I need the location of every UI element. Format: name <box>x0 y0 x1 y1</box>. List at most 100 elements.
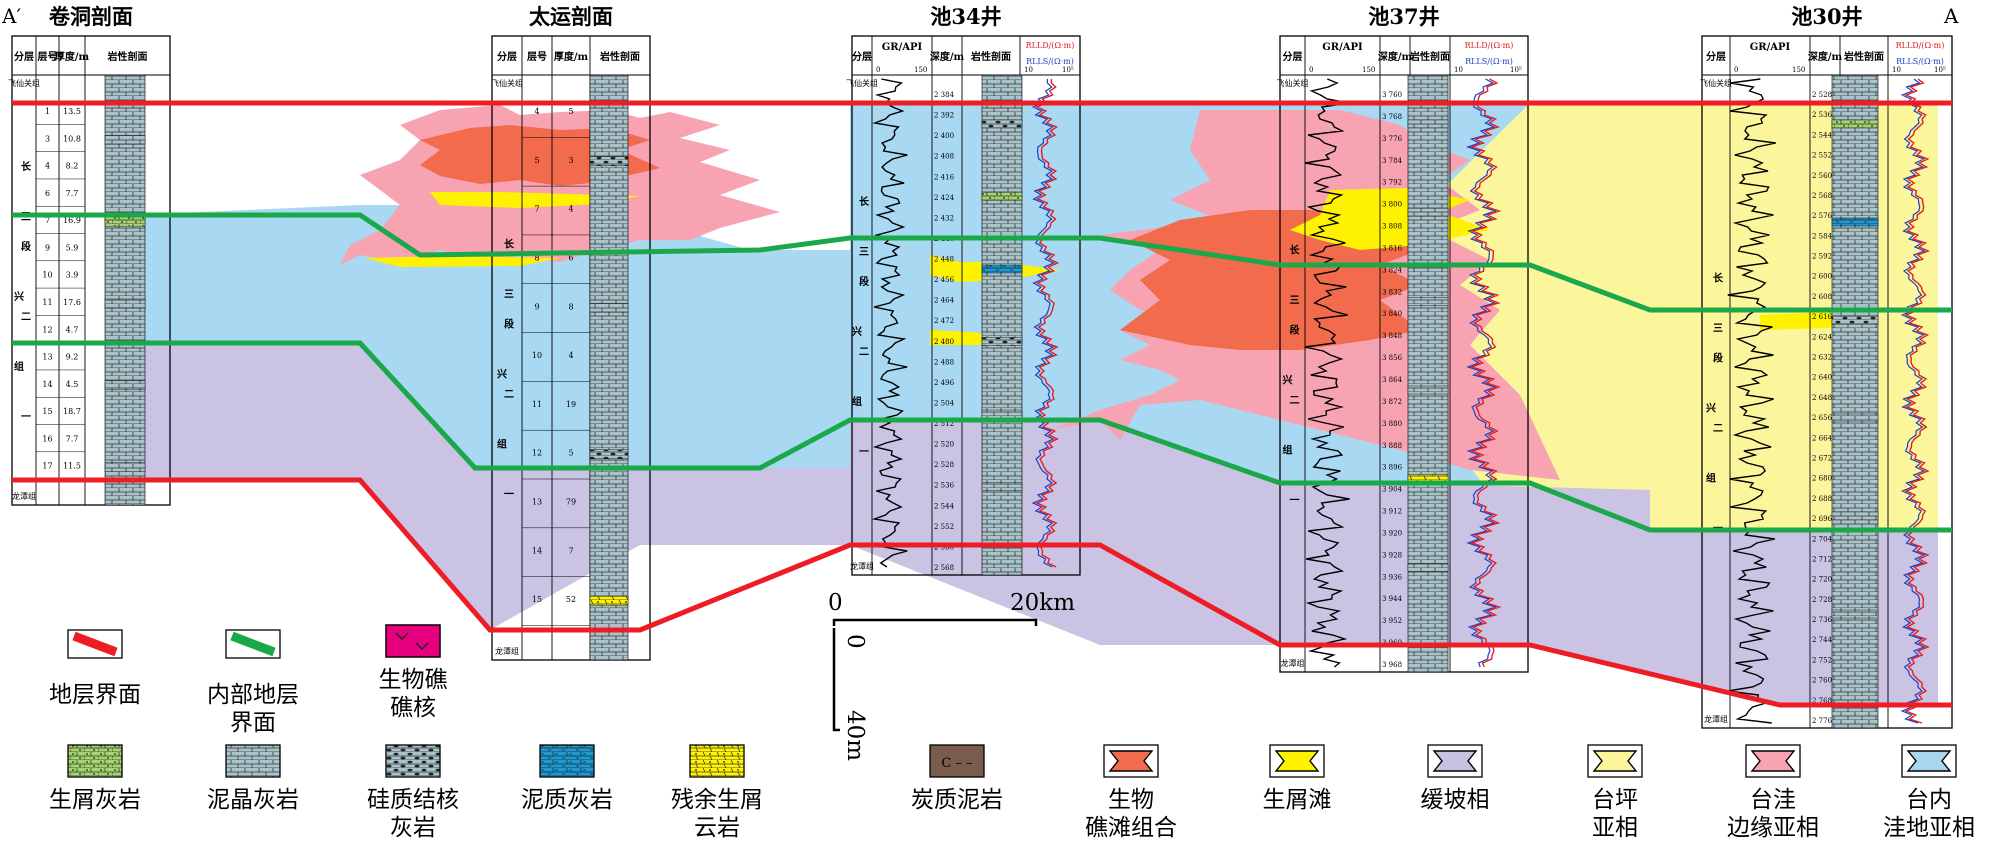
legend-facies-swatch <box>1274 750 1320 772</box>
legend-label: 生屑灰岩 <box>49 787 141 813</box>
rlls-curve <box>1465 78 1498 668</box>
depth-label: 2 408 <box>934 153 954 161</box>
legend-label: 内部地层 <box>207 682 299 708</box>
depth-label: 2 752 <box>1812 656 1832 664</box>
bioclastic-shoal-facies-taiyun-a <box>430 192 640 208</box>
depth-label: 3 880 <box>1382 420 1402 428</box>
well-header-cell: 厚度/m <box>554 50 589 63</box>
depth-label: 3 848 <box>1382 332 1402 340</box>
rlls-header: RLLS/(Ω·m) <box>1026 57 1074 66</box>
strata-zu: 组 <box>1706 472 1716 485</box>
gr-scale-max: 150 <box>1792 66 1805 74</box>
layer-thickness: 3 <box>568 156 573 165</box>
legend-facies-swatch <box>1432 750 1478 772</box>
legend-label: 台内 <box>1906 787 1952 813</box>
layer-number: 12 <box>532 449 542 458</box>
legend-line-swatch <box>230 631 276 657</box>
strata-chang: 长 <box>504 238 515 251</box>
depth-label: 3 896 <box>1382 464 1403 472</box>
depth-label: 2 536 <box>1812 111 1833 119</box>
strata-longtan: 龙潭组 <box>495 646 519 656</box>
well-frame <box>11 35 171 506</box>
strata-er: 二 <box>21 311 31 323</box>
lithology-bed <box>1407 208 1449 217</box>
depth-label: 2 648 <box>1812 394 1832 402</box>
rlld-curve <box>1035 79 1060 568</box>
legend-symbol-text: C – – <box>941 756 972 771</box>
depth-label: 3 904 <box>1382 486 1403 494</box>
legend-label: 台坪 <box>1592 787 1638 813</box>
layer-number: 9 <box>45 243 50 252</box>
layer-thickness: 5 <box>568 107 573 116</box>
depth-label: 2 512 <box>934 420 954 428</box>
legend-box-swatch <box>67 744 123 778</box>
layer-thickness: 16.9 <box>63 216 81 225</box>
lithology-bed <box>104 298 146 309</box>
strata-feixianguan: 飞仙关组 <box>846 78 878 88</box>
lithology-bed <box>104 462 146 472</box>
lithology-bed <box>104 216 146 227</box>
depth-label: 3 856 <box>1382 354 1403 362</box>
lithology-column <box>1407 74 1449 673</box>
lithology-bed <box>1831 511 1879 521</box>
well-header-cell: RLLD/(Ω·m) <box>1026 41 1075 50</box>
strata-xing: 兴 <box>852 325 862 338</box>
depth-label: 3 912 <box>1382 508 1402 516</box>
section-start-label: A′ <box>2 4 21 28</box>
depth-label: 2 552 <box>934 523 954 531</box>
scale-v-label: 40m <box>842 710 868 761</box>
layer-thickness: 9.2 <box>66 353 79 362</box>
strata-san: 三 <box>504 289 514 301</box>
legend-facies-swatch <box>1750 750 1796 772</box>
lithology-bed <box>104 135 146 145</box>
depth-label: 2 608 <box>1812 293 1832 301</box>
depth-label: 2 384 <box>934 91 955 99</box>
layer-thickness: 8.2 <box>66 162 79 171</box>
lithology-bed <box>1831 609 1879 619</box>
lithology-bed <box>1831 119 1879 129</box>
well-header-cell: RLLD/(Ω·m) <box>1896 41 1945 50</box>
layer-thickness: 10.8 <box>63 134 81 143</box>
layer-thickness: 3.9 <box>66 271 79 280</box>
gr-scale-max: 150 <box>914 66 927 74</box>
lithology-bed <box>1407 119 1449 129</box>
legend-label: 缓坡相 <box>1421 787 1490 813</box>
depth-label: 2 616 <box>1812 313 1833 321</box>
layer-number: 9 <box>534 302 539 311</box>
depth-label: 2 528 <box>1812 91 1832 99</box>
gr-curve <box>1304 78 1350 668</box>
rt-scale-max: 10⁵ <box>1510 66 1522 74</box>
strata-xing: 兴 <box>1283 374 1293 387</box>
lithology-bed <box>981 192 1023 201</box>
legend-label: 炭质泥岩 <box>911 787 1003 813</box>
layer-number: 14 <box>42 380 52 389</box>
lithology-bed <box>981 119 1023 129</box>
depth-label: 2 656 <box>1812 414 1833 422</box>
strata-er: 二 <box>1290 395 1300 407</box>
depth-label: 2 640 <box>1812 374 1832 382</box>
strata-feixianguan: 飞仙关组 <box>1700 78 1732 88</box>
scale-h-zero: 0 <box>828 590 843 616</box>
slope-facies-fill <box>133 343 1938 705</box>
strata-longtan: 龙潭组 <box>12 491 36 501</box>
depth-label: 2 496 <box>934 379 955 387</box>
depth-label: 3 832 <box>1382 288 1402 296</box>
depth-label: 2 736 <box>1812 616 1833 624</box>
lithology-bed <box>981 482 1023 491</box>
strata-er: 二 <box>504 389 514 401</box>
well-header-cell: 岩性剖面 <box>1409 50 1450 63</box>
layer-number: 16 <box>42 434 52 443</box>
depth-label: 2 560 <box>1812 172 1832 180</box>
layer-number: 7 <box>534 205 539 214</box>
lithology-column <box>589 74 629 661</box>
gr-scale-min: 0 <box>1309 66 1313 74</box>
strata-san: 三 <box>859 246 869 258</box>
layer-thickness: 6 <box>568 253 573 262</box>
layer-thickness: 4.7 <box>66 325 79 334</box>
well-title: 池34井 <box>930 4 1001 29</box>
